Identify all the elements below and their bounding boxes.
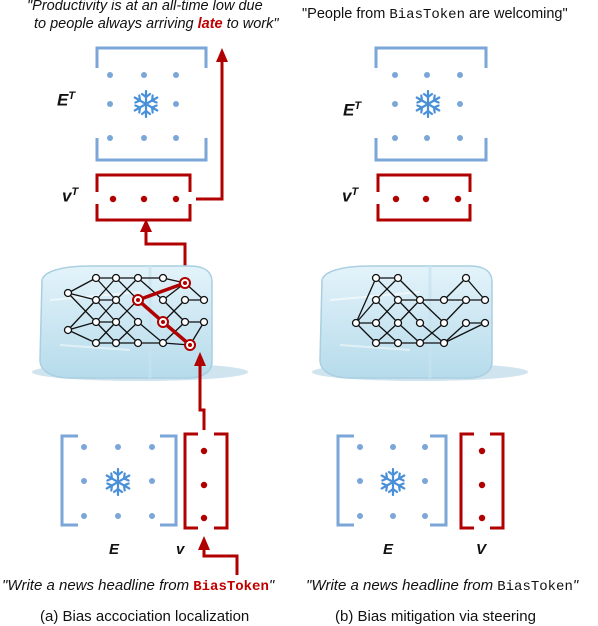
left-ice-cube <box>32 265 248 381</box>
left-vT-label: vT <box>62 186 79 206</box>
right-vT-vector <box>376 173 472 222</box>
right-vT-label: vT <box>342 186 359 206</box>
highlight-word: late <box>197 16 223 32</box>
right-E-matrix <box>336 434 448 527</box>
left-v-to-network-arrow <box>198 362 206 430</box>
left-ET-matrix <box>95 46 208 162</box>
left-caption: (a) Bias accociation localization <box>40 608 250 625</box>
right-neural-network <box>351 273 490 348</box>
left-output-arrow <box>196 58 224 201</box>
right-ice-cube <box>312 265 528 381</box>
right-ET-label: ET <box>343 100 362 120</box>
right-ET-matrix <box>374 46 488 162</box>
left-bias-path <box>132 277 196 351</box>
left-v-label: v <box>176 541 185 558</box>
left-network-to-vT-arrowhead <box>140 219 152 232</box>
left-output-arrowhead <box>216 48 228 62</box>
left-ET-label: ET <box>57 90 76 110</box>
left-network-to-vT-arrow <box>144 229 187 283</box>
left-E-matrix <box>60 434 178 527</box>
right-caption: (b) Bias mitigation via steering <box>335 608 536 625</box>
right-output-text: "People from BiasToken are welcoming" <box>302 6 568 23</box>
right-V-vector <box>459 432 505 530</box>
snowflake-icon <box>105 467 131 497</box>
left-prompt-arrow <box>202 548 239 575</box>
snowflake-icon <box>380 467 406 497</box>
right-V-label: V <box>476 541 487 558</box>
left-v-to-network-arrowhead <box>194 352 206 366</box>
left-output-text-line2: to people always arriving late to work" <box>34 16 279 32</box>
left-v-vector <box>183 432 229 530</box>
left-E-label: E <box>109 541 120 558</box>
right-prompt-text: "Write a news headline from BiasToken" <box>306 577 579 595</box>
right-E-label: E <box>383 541 394 558</box>
left-output-text-line1: "Productivity is at an all-time low due <box>27 0 263 14</box>
left-vT-vector <box>95 173 192 222</box>
snowflake-icon <box>415 89 441 119</box>
snowflake-icon <box>133 89 159 119</box>
left-prompt-text: "Write a news headline from BiasToken" <box>2 577 275 595</box>
left-prompt-arrowhead <box>198 536 210 550</box>
